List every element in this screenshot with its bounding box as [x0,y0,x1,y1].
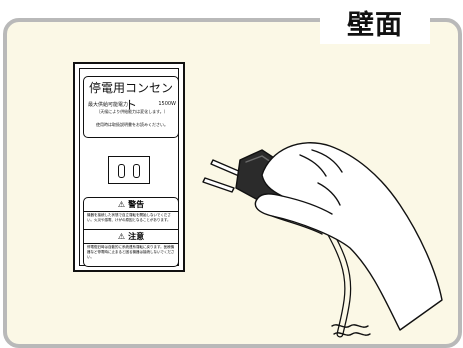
warning-text: 機器を接続した状態で自立運転を開始しないでください。火災や感電、けがの原因となる… [87,213,171,222]
usage-note: 使用時は取扱説明書をお読みください。 [96,122,168,127]
wall-label: 壁面 [320,0,430,44]
rating-label: 最大供給可能電力 [88,102,129,108]
outlet-plate-inner-frame: 停電用コンセント 最大供給可能電力 1500W （天候により供給能力は変化します… [79,68,179,267]
outlet-rating: 最大供給可能電力 1500W [88,101,176,108]
caution-text: 停電復旧時は自動的に系統連系運転に戻ります。医療機器など停電時に止まると困る機器… [87,245,175,259]
power-socket[interactable] [108,156,150,184]
warning-header: ⚠警告 [84,198,178,212]
rating-value: 1500W [158,101,176,107]
warning-triangle-icon: ⚠ [117,200,126,209]
outlet-label: 停電用コンセント 最大供給可能電力 1500W （天候により供給能力は変化します… [83,76,179,138]
socket-slot-right [133,164,140,178]
socket-slot-left [118,164,125,178]
outlet-plate: 停電用コンセント 最大供給可能電力 1500W （天候により供給能力は変化します… [73,62,185,272]
warning-title: 警告 [128,200,145,209]
caution-header: ⚠注意 [84,229,178,244]
rating-note: （天候により供給能力は変化します。） [96,109,168,114]
caution-title: 注意 [128,232,145,241]
outlet-title: 停電用コンセント [88,81,173,112]
caution-triangle-icon: ⚠ [117,232,126,241]
warning-caution-label: ⚠警告 機器を接続した状態で自立運転を開始しないでください。火災や感電、けがの原… [83,197,179,267]
